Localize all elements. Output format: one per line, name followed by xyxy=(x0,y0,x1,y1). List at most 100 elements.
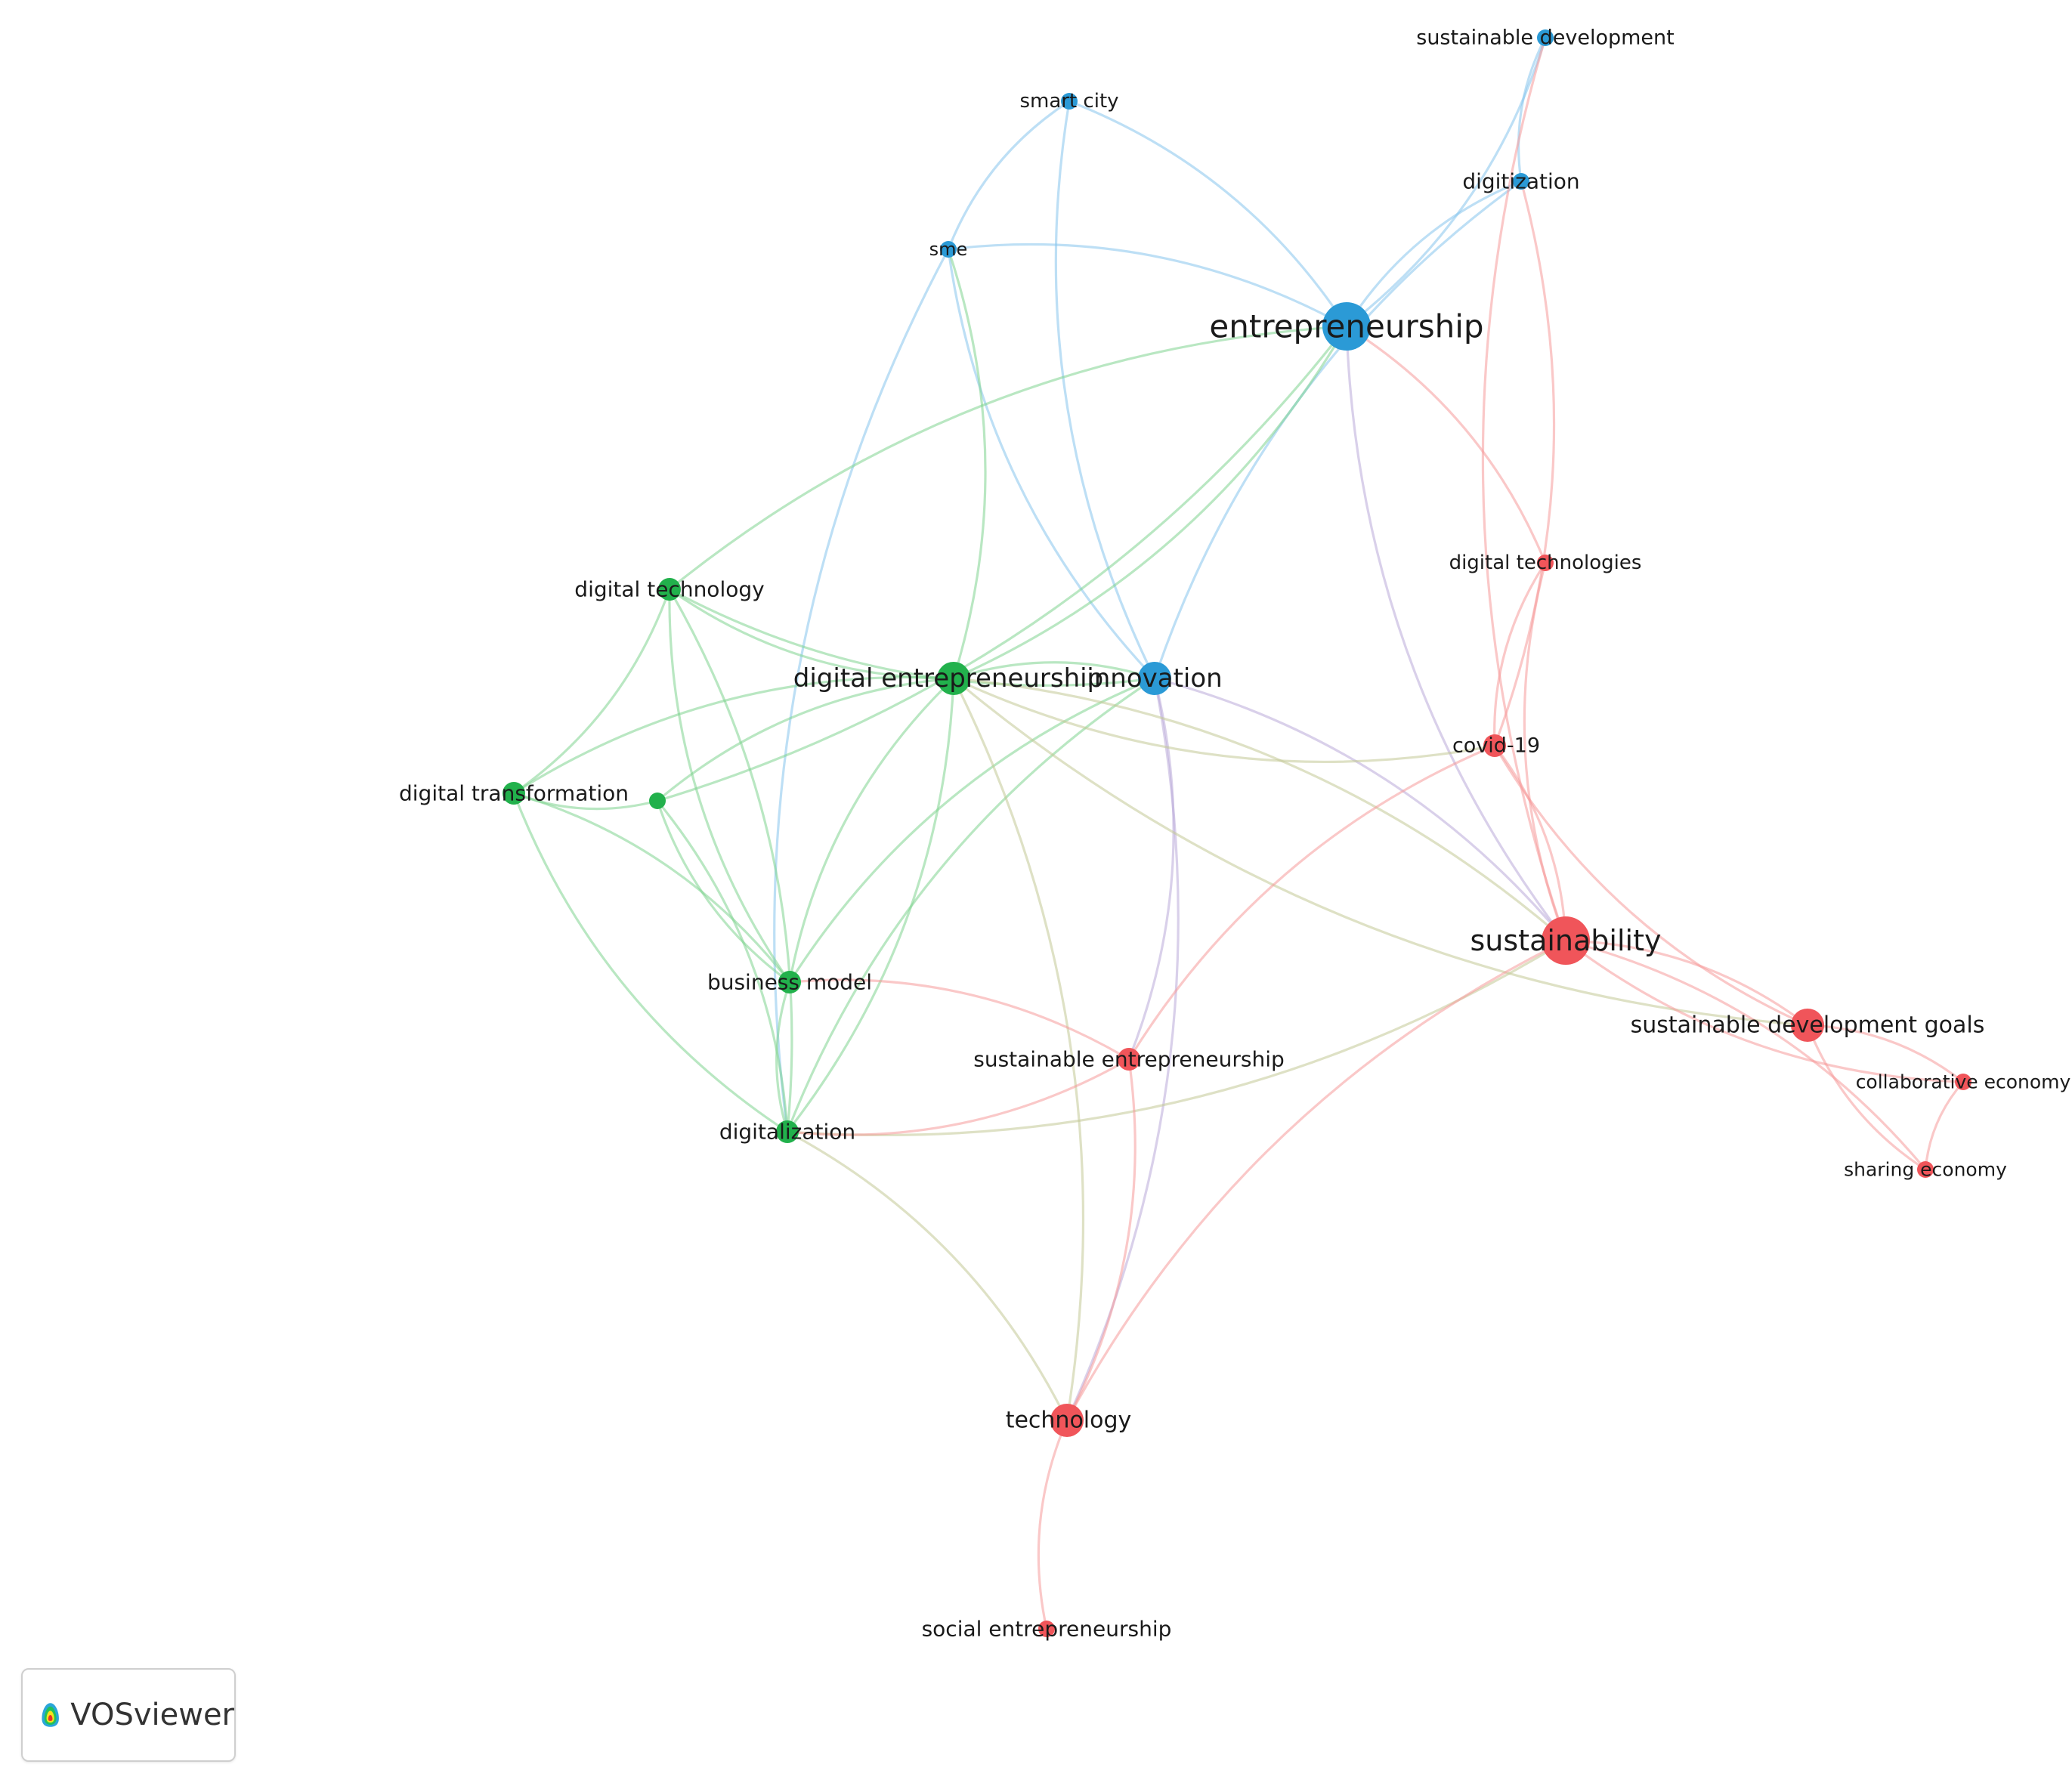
node-label-covid19: covid-19 xyxy=(1452,734,1540,758)
edge-innovation-digitalization xyxy=(786,677,1155,1132)
edge-business_model-sustainable_entrepreneurship xyxy=(789,978,1130,1061)
node-entrepreneurship[interactable] xyxy=(1322,302,1371,351)
edge-sustainable_development_goals-sharing_economy xyxy=(1806,1024,1926,1171)
edge-digital_transformation-digital_entrepreneurship xyxy=(513,675,954,795)
node-sustainable-entrepreneurship[interactable] xyxy=(1118,1048,1140,1071)
edge-sme-entrepreneurship xyxy=(948,243,1347,328)
node-label-technology: technology xyxy=(1006,1407,1132,1434)
edge-smart_city-entrepreneurship xyxy=(1068,100,1348,327)
edge-entrepreneurship-unlabeled_green xyxy=(657,326,1348,802)
node-label-sme: sme xyxy=(929,239,968,260)
node-label-entrepreneurship: entrepreneurship xyxy=(1209,308,1483,345)
node-technology[interactable] xyxy=(1050,1404,1084,1437)
edge-digital_technology-digitalization xyxy=(668,589,793,1132)
edge-entrepreneurship-digital_entrepreneurship xyxy=(953,326,1348,680)
edge-sme-digitalization xyxy=(773,249,950,1132)
edge-innovation-sustainable_entrepreneurship xyxy=(1127,678,1175,1060)
edge-sustainable_development_goals-covid19 xyxy=(1493,745,1808,1027)
node-digital-technology[interactable] xyxy=(658,578,681,601)
node-label-sustainability: sustainability xyxy=(1471,924,1662,957)
edge-sustainability-sustainable_development_goals xyxy=(1565,939,1808,1027)
node-label-digital-technologies: digital technologies xyxy=(1449,552,1642,574)
node-collaborative-economy[interactable] xyxy=(1955,1074,1971,1090)
edge-innovation-digital_entrepreneurship xyxy=(953,661,1155,680)
edge-entrepreneurship-digital_technology xyxy=(668,325,1347,591)
edge-entrepreneurship-sustainability xyxy=(1345,326,1567,941)
edge-entrepreneurship-sustainable_development xyxy=(1346,37,1547,328)
node-label-business-model: business model xyxy=(707,970,872,995)
node-label-digital-technology: digital technology xyxy=(574,577,764,602)
edge-sustainable_entrepreneurship-technology xyxy=(1065,1058,1137,1421)
edge-digitalization-sustainable_entrepreneurship xyxy=(787,1058,1130,1136)
edge-digital_transformation-business_model xyxy=(513,792,791,983)
edge-digital_technology-business_model xyxy=(668,589,791,983)
node-sme[interactable] xyxy=(940,241,957,258)
node-label-sustainable-entrepreneurship: sustainable entrepreneurship xyxy=(973,1047,1285,1072)
node-label-digitization: digitization xyxy=(1462,169,1579,194)
node-label-smart-city: smart city xyxy=(1019,90,1118,113)
node-label-sharing-economy: sharing economy xyxy=(1844,1159,2007,1181)
edge-innovation-sustainability xyxy=(1154,677,1567,942)
node-innovation[interactable] xyxy=(1138,662,1171,695)
edge-digital_transformation-digitalization xyxy=(512,793,788,1133)
edge-layer xyxy=(512,37,1965,1630)
vosviewer-logo-text: VOSviewer xyxy=(70,1698,234,1732)
edge-digital_entrepreneurship-sustainable_development_goals xyxy=(952,677,1808,1027)
node-label-sustainable-development: sustainable development xyxy=(1416,26,1674,50)
edge-covid19-digital_technologies xyxy=(1493,562,1547,746)
node-digitalization[interactable] xyxy=(776,1120,799,1143)
edge-sustainability-sharing_economy xyxy=(1565,939,1927,1171)
edge-entrepreneurship-digital_technologies xyxy=(1346,325,1547,564)
node-label-sustainable-development-goals: sustainable development goals xyxy=(1631,1012,1985,1039)
node-sustainability[interactable] xyxy=(1542,916,1590,965)
edge-sustainability-collaborative_economy xyxy=(1565,939,1964,1083)
node-covid19[interactable] xyxy=(1483,734,1506,757)
node-digital-transformation[interactable] xyxy=(503,782,525,805)
edge-sustainable_development-sustainability xyxy=(1481,37,1567,941)
edge-digital_entrepreneurship-sustainability xyxy=(953,677,1567,942)
node-label-digital-transformation: digital transformation xyxy=(399,781,629,806)
edge-collaborative_economy-sharing_economy xyxy=(1924,1080,1965,1170)
edge-sustainable_development_goals-collaborative_economy xyxy=(1807,1024,1964,1083)
node-label-social-entrepreneurship: social entrepreneurship xyxy=(922,1617,1172,1642)
node-sustainable-development-goals[interactable] xyxy=(1791,1009,1824,1042)
node-business-model[interactable] xyxy=(778,971,801,993)
edge-sustainability-technology xyxy=(1065,939,1566,1421)
node-label-collaborative-economy: collaborative economy xyxy=(1856,1071,2071,1093)
edge-digital_entrepreneurship-covid19 xyxy=(953,677,1495,763)
label-layer: entrepreneurship innovation sme smart city d… xyxy=(399,26,2070,1642)
edge-innovation-business_model xyxy=(788,677,1155,983)
edge-digitization-sustainable_development xyxy=(1517,37,1547,182)
edge-business_model-digitalization xyxy=(775,981,791,1132)
edge-digital_entrepreneurship-business_model xyxy=(788,677,955,983)
node-sharing-economy[interactable] xyxy=(1917,1161,1934,1178)
edge-digital_technology-innovation xyxy=(669,588,1155,687)
edge-digital_entrepreneurship-digitalization xyxy=(786,678,955,1132)
edge-technology-social_entrepreneurship xyxy=(1037,1420,1068,1630)
edge-digitization-covid19 xyxy=(1493,181,1556,746)
edge-unlabeled_green-digitalization xyxy=(656,799,789,1132)
edge-digital_entrepreneurship-technology xyxy=(952,678,1085,1421)
edge-smart_city-innovation xyxy=(1054,100,1156,679)
vosviewer-logo: VOSviewer xyxy=(21,1668,236,1762)
edge-unlabeled_green-business_model xyxy=(656,800,790,984)
node-digital-technologies[interactable] xyxy=(1537,555,1554,571)
node-label-digital-entrepreneurship: digital entrepreneurship xyxy=(793,663,1103,694)
node-smart-city[interactable] xyxy=(1061,93,1078,110)
edge-digitalization-technology xyxy=(787,1130,1068,1421)
node-label-digitalization: digitalization xyxy=(719,1120,855,1145)
vosviewer-logo-icon xyxy=(42,1703,59,1727)
node-label-innovation: innovation xyxy=(1087,663,1222,694)
edge-covid19-sustainable_entrepreneurship xyxy=(1127,744,1495,1060)
node-unlabeled-green[interactable] xyxy=(649,793,666,809)
node-digitization[interactable] xyxy=(1513,173,1529,190)
node-layer xyxy=(503,29,1971,1637)
node-sustainable-development[interactable] xyxy=(1537,29,1554,46)
edge-smart_city-sme xyxy=(947,100,1070,250)
edge-sme-innovation xyxy=(947,249,1156,680)
edge-sustainability-digital_technologies xyxy=(1523,562,1567,941)
node-digital-entrepreneurship[interactable] xyxy=(937,662,970,695)
node-social-entrepreneurship[interactable] xyxy=(1038,1621,1055,1637)
edge-unlabeled_green-digital_entrepreneurship xyxy=(656,677,954,802)
